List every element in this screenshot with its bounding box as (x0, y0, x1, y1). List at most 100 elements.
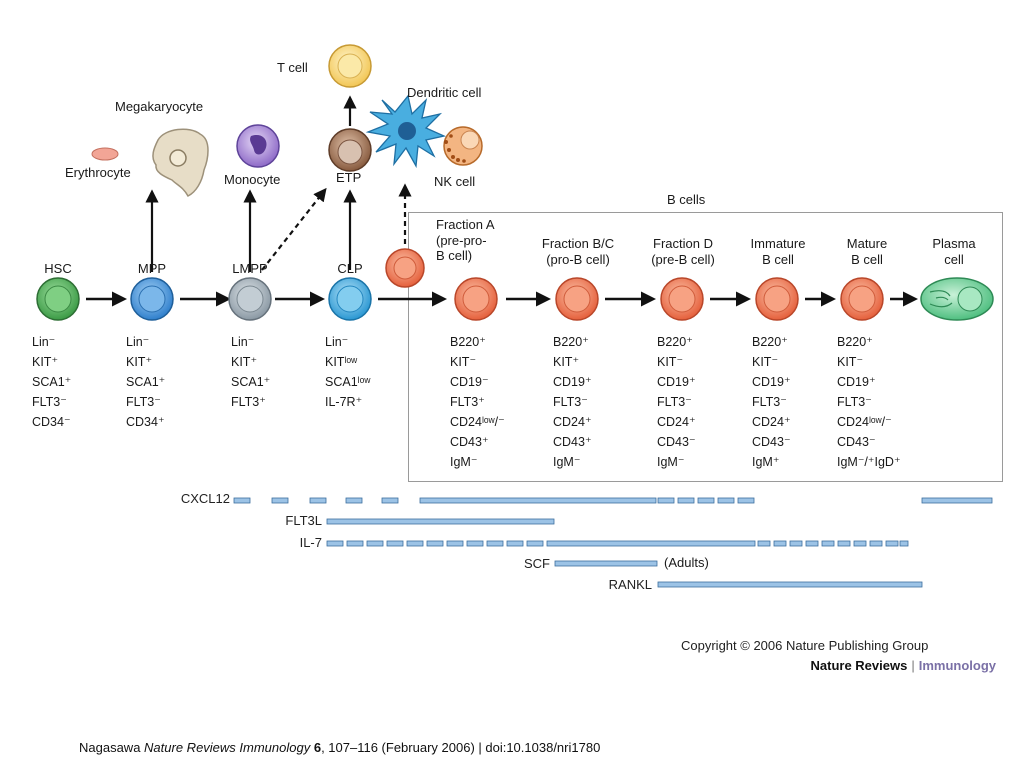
markers-hsc: Lin⁻ KIT⁺ SCA1⁺ FLT3⁻ CD34⁻ (32, 332, 71, 432)
marker: KIT⁻ (450, 355, 477, 369)
markers-mpp: Lin⁻ KIT⁺ SCA1⁺ FLT3⁻ CD34⁺ (126, 332, 165, 432)
marker: SCA1⁺ (231, 375, 271, 389)
stage-label-fraction-a: Fraction A (pre-pro- B cell) (436, 217, 495, 264)
marker: CD24⁺ (657, 415, 696, 429)
marker: CD24⁺ (553, 415, 592, 429)
marker: KIT⁻ (657, 355, 684, 369)
marker: IgM⁻/⁺IgD⁺ (837, 455, 901, 469)
nk-cell-label: NK cell (434, 174, 476, 189)
megakaryocyte-label: Megakaryocyte (115, 99, 204, 114)
marker: FLT3⁻ (553, 395, 588, 409)
markers-fraction-d: B220⁺ KIT⁻ CD19⁺ FLT3⁻ CD24⁺ CD43⁻ IgM⁻ (657, 332, 696, 472)
marker: FLT3⁺ (450, 395, 485, 409)
marker: KIT⁺ (553, 355, 580, 369)
marker: CD19⁻ (450, 375, 489, 389)
cytokine-note-adults: (Adults) (664, 555, 709, 570)
marker: FLT3⁻ (126, 395, 161, 409)
citation-author: Nagasawa (79, 740, 145, 755)
marker: FLT3⁺ (231, 395, 266, 409)
marker: KITˡᵒʷ (325, 355, 358, 369)
marker: CD24⁺ (752, 415, 791, 429)
marker: CD43⁻ (837, 435, 876, 449)
marker: CD19⁺ (657, 375, 696, 389)
copyright-text: Copyright © 2006 Nature Publishing Group (681, 638, 929, 653)
citation-journal: Nature Reviews Immunology (144, 740, 311, 755)
marker: IgM⁻ (657, 455, 685, 469)
cytokine-label-rankl: RANKL (608, 577, 652, 592)
citation: Nagasawa Nature Reviews Immunology 6, 10… (79, 740, 600, 755)
marker: SCA1⁺ (126, 375, 166, 389)
stage-label-fraction-d: Fraction D (pre-B cell) (651, 236, 715, 267)
cytokine-label-flt3l: FLT3L (285, 513, 322, 528)
branch-arrows (145, 95, 412, 272)
marker: Lin⁻ (126, 335, 150, 349)
stage-label-immature-b: Immature B cell (750, 236, 806, 267)
stage-label-lmpp: LMPP (232, 261, 268, 276)
stage-cells (36, 248, 994, 321)
stage-label-hsc: HSC (44, 261, 72, 276)
marker: Lin⁻ (32, 335, 56, 349)
markers-fraction-a: B220⁺ KIT⁻ CD19⁻ FLT3⁺ CD24ˡᵒʷ/⁻ CD43⁺ I… (450, 332, 505, 472)
erythrocyte-cell (91, 147, 119, 161)
marker: IL-7R⁺ (325, 395, 363, 409)
citation-volume: 6 (310, 740, 322, 755)
cytokine-label-cxcl12: CXCL12 (180, 491, 230, 506)
etp-label: ETP (336, 170, 362, 185)
cytokine-label-il7: IL-7 (299, 535, 322, 550)
cytokine-bars (233, 497, 993, 588)
marker: KIT⁻ (837, 355, 864, 369)
stage-label-plasma: Plasma cell (932, 236, 976, 267)
marker: CD43⁻ (657, 435, 696, 449)
cytokine-label-scf: SCF (524, 556, 550, 571)
marker: IgM⁻ (450, 455, 478, 469)
marker: CD34⁻ (32, 415, 71, 429)
stage-label-mpp: MPP (137, 261, 167, 276)
dendritic-cell (365, 94, 447, 169)
markers-mature-b: B220⁺ KIT⁻ CD19⁺ FLT3⁻ CD24ˡᵒʷ/⁻ CD43⁻ I… (837, 332, 901, 472)
marker: FLT3⁻ (32, 395, 67, 409)
marker: KIT⁻ (752, 355, 779, 369)
journal-name: Nature Reviews (810, 658, 908, 673)
marker: Lin⁻ (325, 335, 349, 349)
t-cell-label: T cell (277, 60, 308, 75)
marker: CD24ˡᵒʷ/⁻ (450, 415, 505, 429)
marker: SCA1⁺ (32, 375, 72, 389)
marker: CD19⁺ (837, 375, 876, 389)
marker: KIT⁺ (32, 355, 59, 369)
marker: IgM⁻ (553, 455, 581, 469)
marker: CD19⁺ (553, 375, 592, 389)
markers-immature-b: B220⁺ KIT⁻ CD19⁺ FLT3⁻ CD24⁺ CD43⁻ IgM⁺ (752, 332, 791, 472)
marker: CD43⁺ (553, 435, 592, 449)
marker: CD43⁻ (752, 435, 791, 449)
marker: B220⁺ (837, 335, 873, 349)
marker: CD19⁺ (752, 375, 791, 389)
dendritic-cell-label: Dendritic cell (407, 85, 482, 100)
marker: CD24ˡᵒʷ/⁻ (837, 415, 892, 429)
marker: B220⁺ (657, 335, 693, 349)
marker: KIT⁺ (126, 355, 153, 369)
erythrocyte-label: Erythrocyte (65, 165, 131, 180)
marker: Lin⁻ (231, 335, 255, 349)
marker: FLT3⁻ (752, 395, 787, 409)
marker: IgM⁺ (752, 455, 780, 469)
citation-rest: , 107–116 (February 2006) | doi:10.1038/… (321, 740, 601, 755)
marker: FLT3⁻ (837, 395, 872, 409)
markers-clp: Lin⁻ KITˡᵒʷ SCA1ˡᵒʷ IL-7R⁺ (325, 332, 370, 412)
marker: FLT3⁻ (657, 395, 692, 409)
monocyte-label: Monocyte (224, 172, 281, 187)
nk-cell (443, 126, 483, 166)
marker: CD34⁺ (126, 415, 165, 429)
plasma-cell (920, 277, 994, 321)
journal-branding: Nature Reviews|Immunology (810, 658, 997, 673)
b-cells-box (408, 212, 1003, 482)
stage-label-mature-b: Mature B cell (846, 236, 888, 267)
markers-fraction-bc: B220⁺ KIT⁺ CD19⁺ FLT3⁻ CD24⁺ CD43⁺ IgM⁻ (553, 332, 592, 472)
marker: B220⁺ (450, 335, 486, 349)
markers-lmpp: Lin⁻ KIT⁺ SCA1⁺ FLT3⁺ (231, 332, 270, 412)
marker: CD43⁺ (450, 435, 489, 449)
marker: KIT⁺ (231, 355, 258, 369)
journal-section: Immunology (918, 658, 996, 673)
marker: SCA1ˡᵒʷ (325, 375, 371, 389)
marker: B220⁺ (553, 335, 589, 349)
